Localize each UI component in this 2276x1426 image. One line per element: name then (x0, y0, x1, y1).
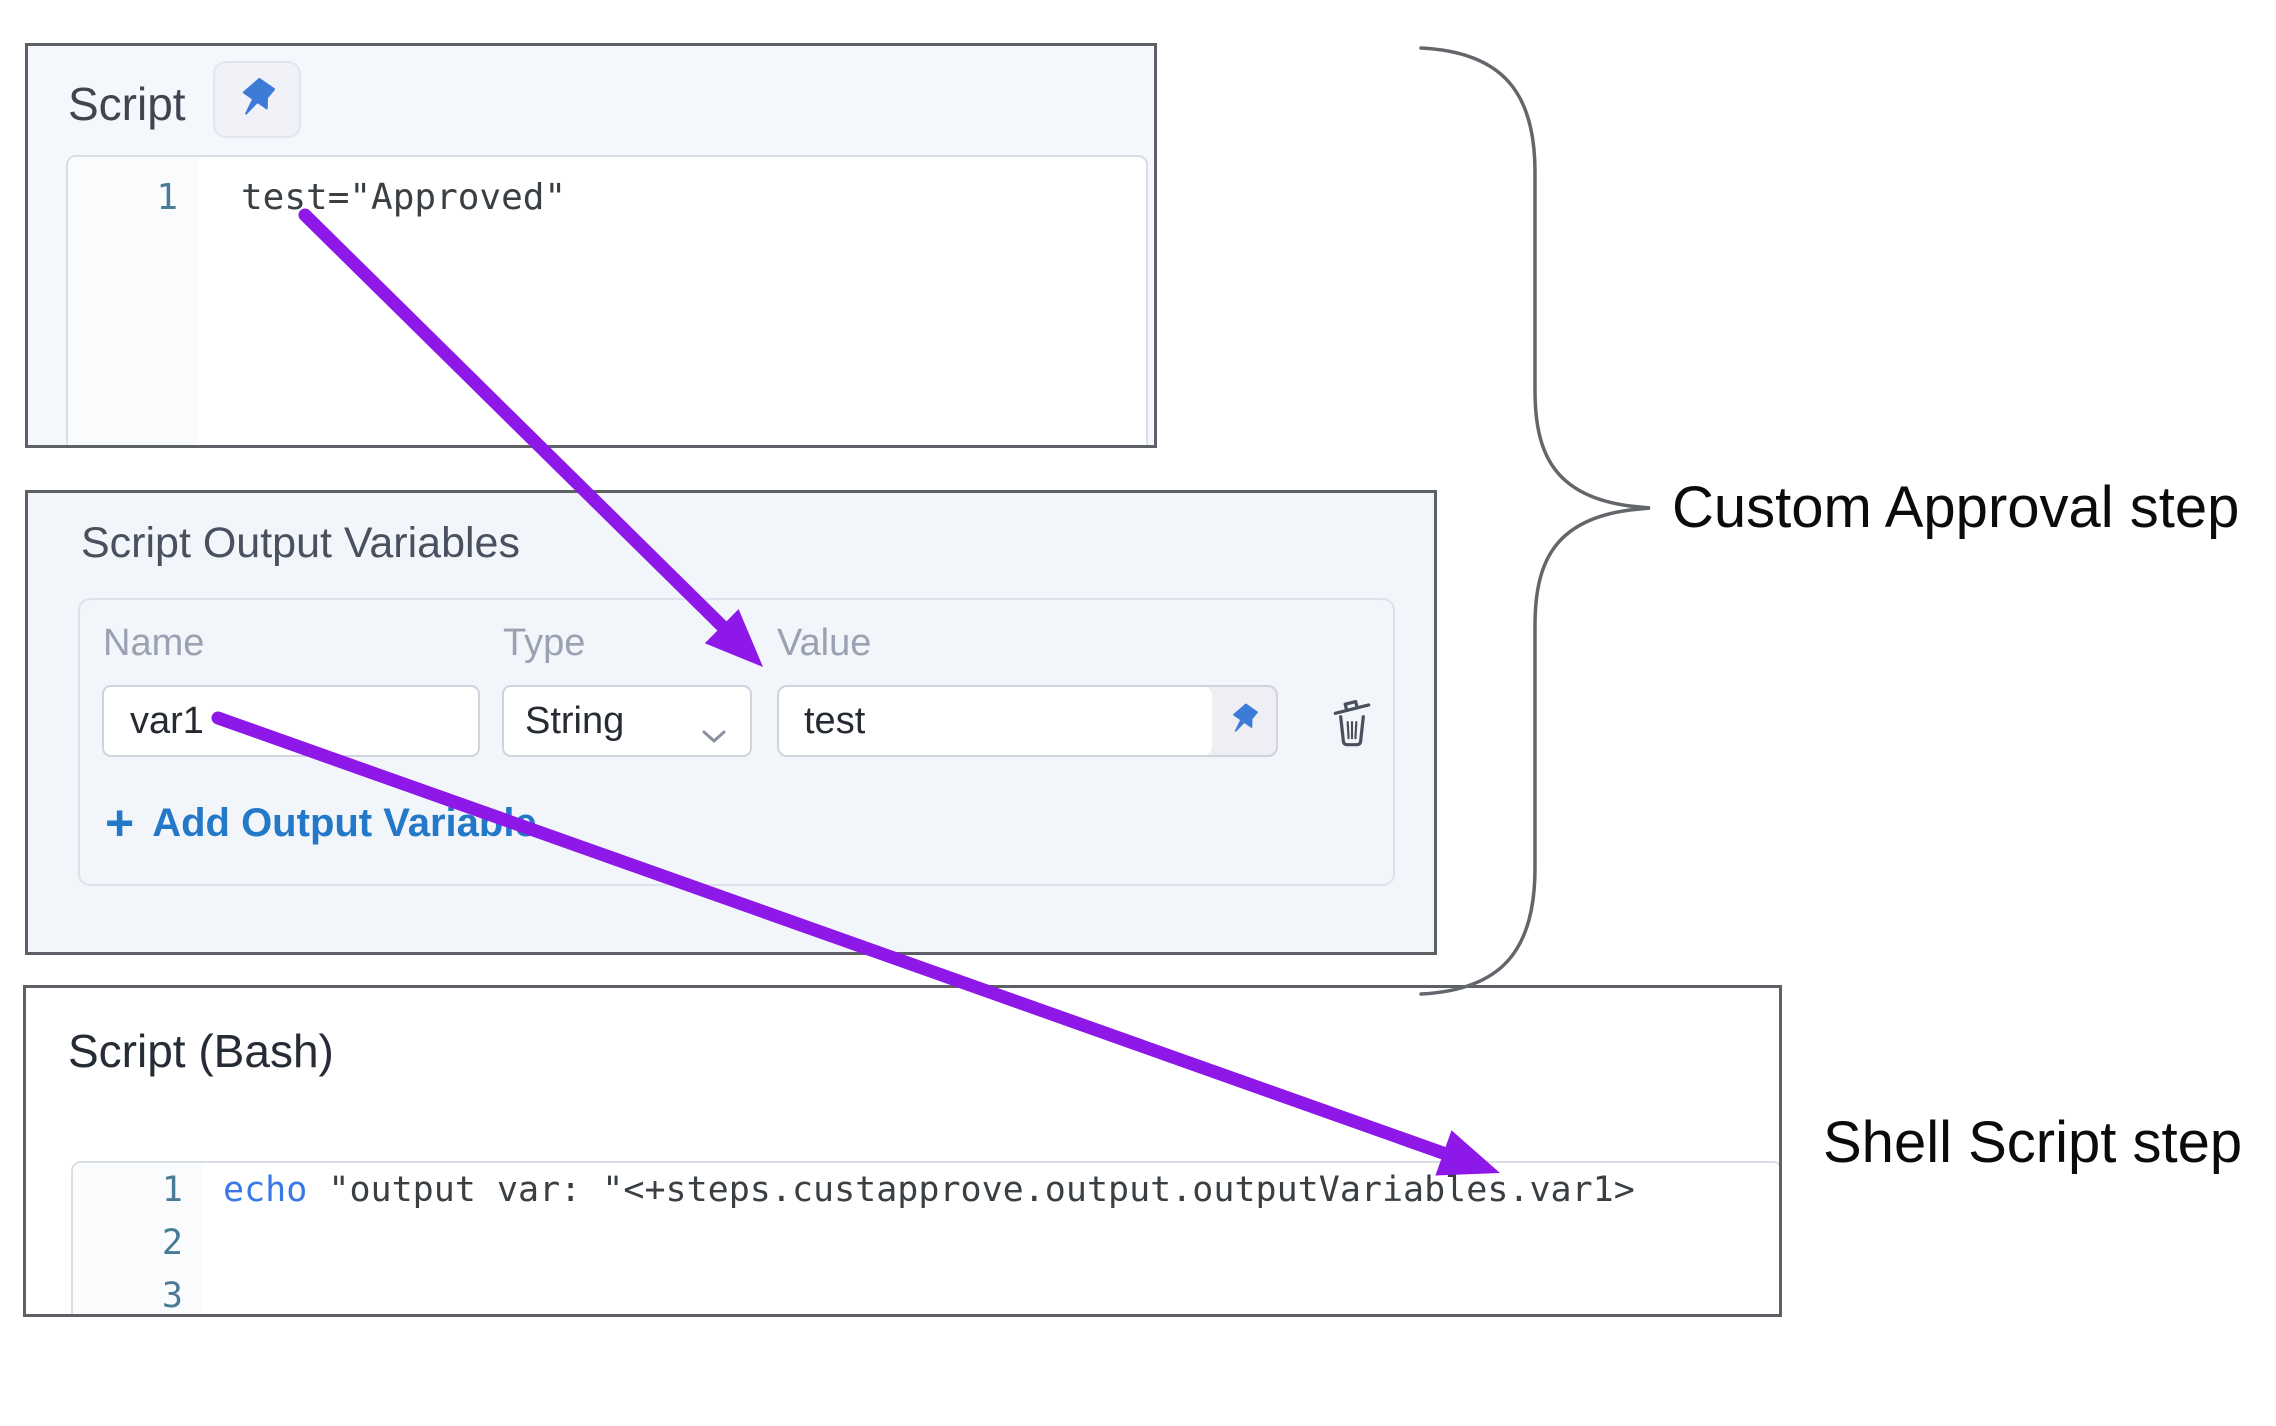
curly-brace (1419, 46, 1651, 996)
selected-type: String (525, 699, 625, 742)
bash-code-editor[interactable]: 1 echo "output var: "<+steps.custapprove… (71, 1161, 1779, 1316)
add-output-variable-button[interactable]: + Add Output Variable (105, 798, 537, 848)
plus-icon: + (105, 795, 135, 851)
custom-approval-step-label: Custom Approval step (1672, 475, 2240, 540)
line-number: 1 (156, 177, 178, 218)
code-line: 1 echo "output var: "<+steps.custapprove… (73, 1163, 1779, 1216)
type-column-label: Type (503, 622, 586, 664)
pushpin-icon (1224, 699, 1264, 744)
line-number: 1 (161, 1169, 183, 1210)
line-number-gutter (73, 1163, 203, 1314)
trash-icon (1326, 693, 1378, 752)
line-number: 2 (161, 1222, 183, 1263)
code-text: test="Approved" (241, 177, 567, 218)
line-number-gutter (68, 157, 198, 445)
line-number: 3 (161, 1275, 183, 1316)
variables-form: Name Type Value String (78, 598, 1395, 886)
bash-script-panel: Script (Bash) 1 echo "output var: "<+ste… (23, 985, 1782, 1317)
pin-button[interactable] (213, 61, 301, 138)
script-panel-title: Script (68, 78, 186, 130)
pushpin-icon (231, 72, 283, 127)
code-text: echo "output var: "<+steps.custapprove.o… (223, 1170, 1635, 1210)
code-line: 1 test="Approved" (68, 171, 1146, 224)
code-token: "output var: "<+steps.custapprove.output… (307, 1169, 1635, 1210)
value-column-label: Value (777, 622, 872, 664)
variable-value-input[interactable] (779, 687, 1212, 755)
script-output-variables-panel: Script Output Variables Name Type Value … (25, 490, 1437, 955)
variable-value-group (777, 685, 1278, 757)
variable-type-select[interactable]: String (502, 685, 752, 757)
output-variables-title: Script Output Variables (81, 519, 520, 567)
script-code-editor[interactable]: 1 test="Approved" (66, 155, 1148, 445)
keyword-token: echo (223, 1169, 308, 1210)
add-output-variable-label: Add Output Variable (152, 800, 537, 845)
shell-script-step-label: Shell Script step (1823, 1110, 2243, 1175)
name-column-label: Name (103, 622, 205, 664)
bash-panel-title: Script (Bash) (68, 1025, 334, 1077)
value-pin-button[interactable] (1212, 687, 1276, 755)
code-line: 3 (73, 1269, 1779, 1316)
code-line: 2 (73, 1216, 1779, 1269)
chevron-down-icon (700, 713, 728, 756)
variable-name-input[interactable] (102, 685, 480, 757)
delete-variable-button[interactable] (1324, 692, 1380, 752)
script-panel: Script 1 test="Approved" (25, 43, 1157, 448)
